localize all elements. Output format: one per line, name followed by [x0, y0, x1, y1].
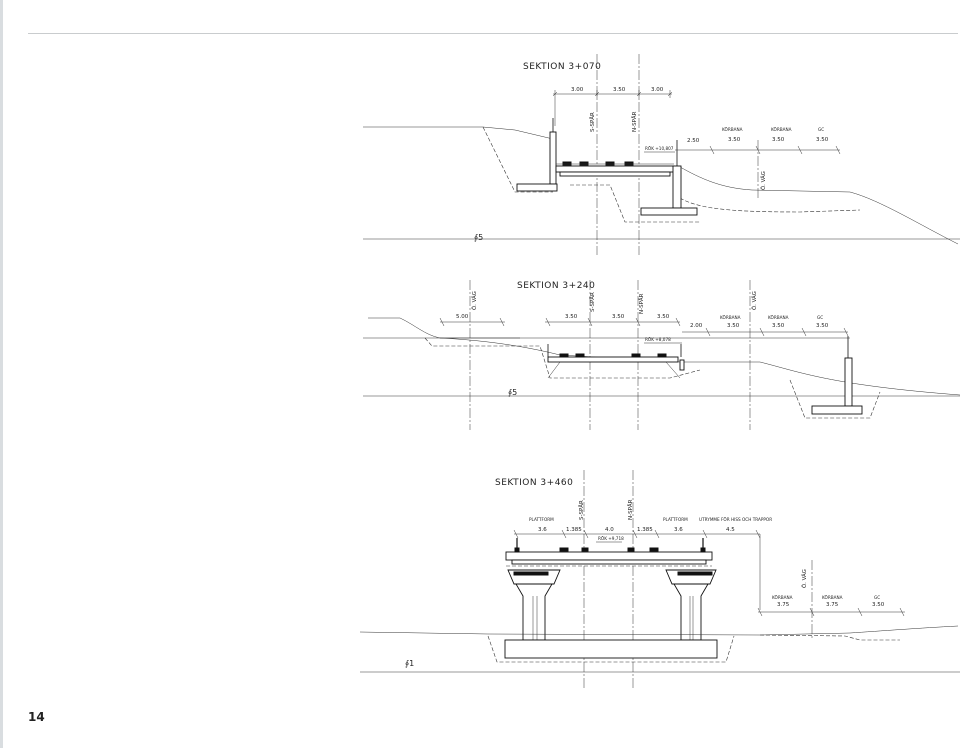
ground-mark: ∮1	[405, 659, 414, 668]
dim-label: 3.50	[612, 314, 625, 320]
header-rule	[28, 33, 958, 34]
road-name: KÖRBANA	[771, 127, 792, 132]
excavation-outline	[487, 635, 735, 663]
rok-label: RÖK +9,718	[598, 536, 624, 541]
rok-label: RÖK +10,807	[645, 146, 674, 151]
dim-label: 3.00	[571, 87, 584, 93]
abutment-right	[640, 140, 698, 216]
pier-left	[507, 569, 561, 641]
rok-label: RÖK +8,078	[645, 337, 671, 342]
road-name: KÖRBANA	[720, 315, 741, 320]
dim-label: 2.00	[690, 323, 703, 329]
road-label: Ö. VÄG	[471, 291, 478, 310]
dim-label: 3.50	[727, 323, 740, 329]
excavation-outline	[570, 184, 700, 223]
dim-label: 3.75	[826, 602, 839, 608]
dim-label: 3.50	[816, 137, 829, 143]
road-name: KÖRBANA	[722, 127, 743, 132]
retaining-wall-left	[516, 118, 558, 192]
ground-mark: ∮5	[474, 233, 483, 242]
road-dimensions: Ö. VÄG KÖRBANA KÖRBANA GC 3.75 3.75 3.50	[757, 560, 905, 640]
road-name: KÖRBANA	[822, 595, 843, 600]
road-name: KÖRBANA	[768, 315, 789, 320]
dim-label: 3.50	[565, 314, 578, 320]
ground-line-right	[439, 337, 960, 396]
track-label: N-SPÅR	[627, 499, 634, 520]
foundation-slab	[504, 639, 718, 659]
section-3-070: SEKTION 3+070 3.00 3.50 3.00 S-SPÅR N-SP…	[363, 54, 960, 255]
section-title: SEKTION 3+070	[523, 62, 601, 72]
ground-line	[359, 625, 959, 636]
dim-label: 3.00	[651, 87, 664, 93]
dim-label: 5.00	[456, 314, 469, 320]
dim-label: 3.50	[816, 323, 829, 329]
road-name: GC	[818, 127, 824, 132]
top-dimension-chain: 3.00 3.50 3.00	[552, 87, 673, 126]
bridge-deck	[555, 161, 675, 177]
ground-mark: ∮5	[508, 388, 517, 397]
bridge-deck	[505, 538, 713, 567]
ground-line-left	[363, 126, 554, 140]
retaining-wall-right	[811, 336, 863, 415]
top-dimension-chain: 5.00 3.50 3.50 3.50 2.00 KÖRBANA KÖRBANA…	[439, 314, 849, 337]
excavation-outline	[482, 126, 553, 193]
page-edge	[0, 0, 3, 748]
section-title: SEKTION 3+460	[495, 478, 573, 488]
excavation-outline	[424, 337, 701, 379]
road-label: Ö. VÄG	[760, 171, 767, 190]
platform-label: UTRYMME FÖR HISS OCH TRAPPOR	[699, 517, 772, 522]
dim-label: 3.50	[772, 323, 785, 329]
page-number: 14	[28, 710, 45, 724]
ground-line-left	[368, 317, 520, 339]
dim-label: 1.385	[637, 527, 653, 533]
excavation-outline	[759, 634, 900, 641]
dim-label: 4.5	[726, 527, 735, 533]
dim-label: 3.6	[674, 527, 683, 533]
dim-label: 1.385	[566, 527, 582, 533]
road-label: Ö. VÄG	[751, 291, 758, 310]
platform-label: PLATTFORM	[529, 517, 554, 522]
excavation-outline	[789, 379, 881, 419]
bridge-deck	[547, 344, 685, 379]
road-name: GC	[817, 315, 823, 320]
dim-label: 3.50	[872, 602, 885, 608]
dim-label: 3.75	[777, 602, 790, 608]
dim-label: 4.0	[605, 527, 614, 533]
track-label: S-SPÅR	[578, 500, 585, 520]
platform-label: PLATTFORM	[663, 517, 688, 522]
section-3-460: SEKTION 3+460 S-SPÅR N-SPÅR PLATTFORM PL…	[359, 470, 960, 690]
platform-dimensions: PLATTFORM PLATTFORM UTRYMME FÖR HISS OCH…	[513, 517, 772, 610]
track-label: S-SPÅR	[589, 292, 596, 312]
dim-label: 2.50	[687, 138, 700, 144]
pier-right	[665, 569, 717, 641]
road-name: KÖRBANA	[772, 595, 793, 600]
dim-label: 3.6	[538, 527, 547, 533]
dim-label: 3.50	[657, 314, 670, 320]
road-label: Ö. VÄG	[801, 569, 808, 588]
track-label: N-SPÅR	[631, 111, 638, 132]
dim-label: 3.50	[728, 137, 741, 143]
track-label: S-SPÅR	[589, 112, 596, 132]
section-title: SEKTION 3+240	[517, 281, 595, 291]
track-label: N-SPÅR	[638, 293, 645, 314]
dim-label: 3.50	[613, 87, 626, 93]
ground-line-right	[679, 166, 959, 245]
excavation-outline	[679, 197, 861, 213]
road-dimensions: 2.50 KÖRBANA KÖRBANA GC 3.50 3.50 3.50 Ö…	[675, 127, 841, 200]
dim-label: 3.50	[772, 137, 785, 143]
section-3-240: SEKTION 3+240 Ö. VÄG S-SPÅR N-SPÅR Ö. VÄ…	[363, 280, 960, 430]
road-name: GC	[874, 595, 880, 600]
